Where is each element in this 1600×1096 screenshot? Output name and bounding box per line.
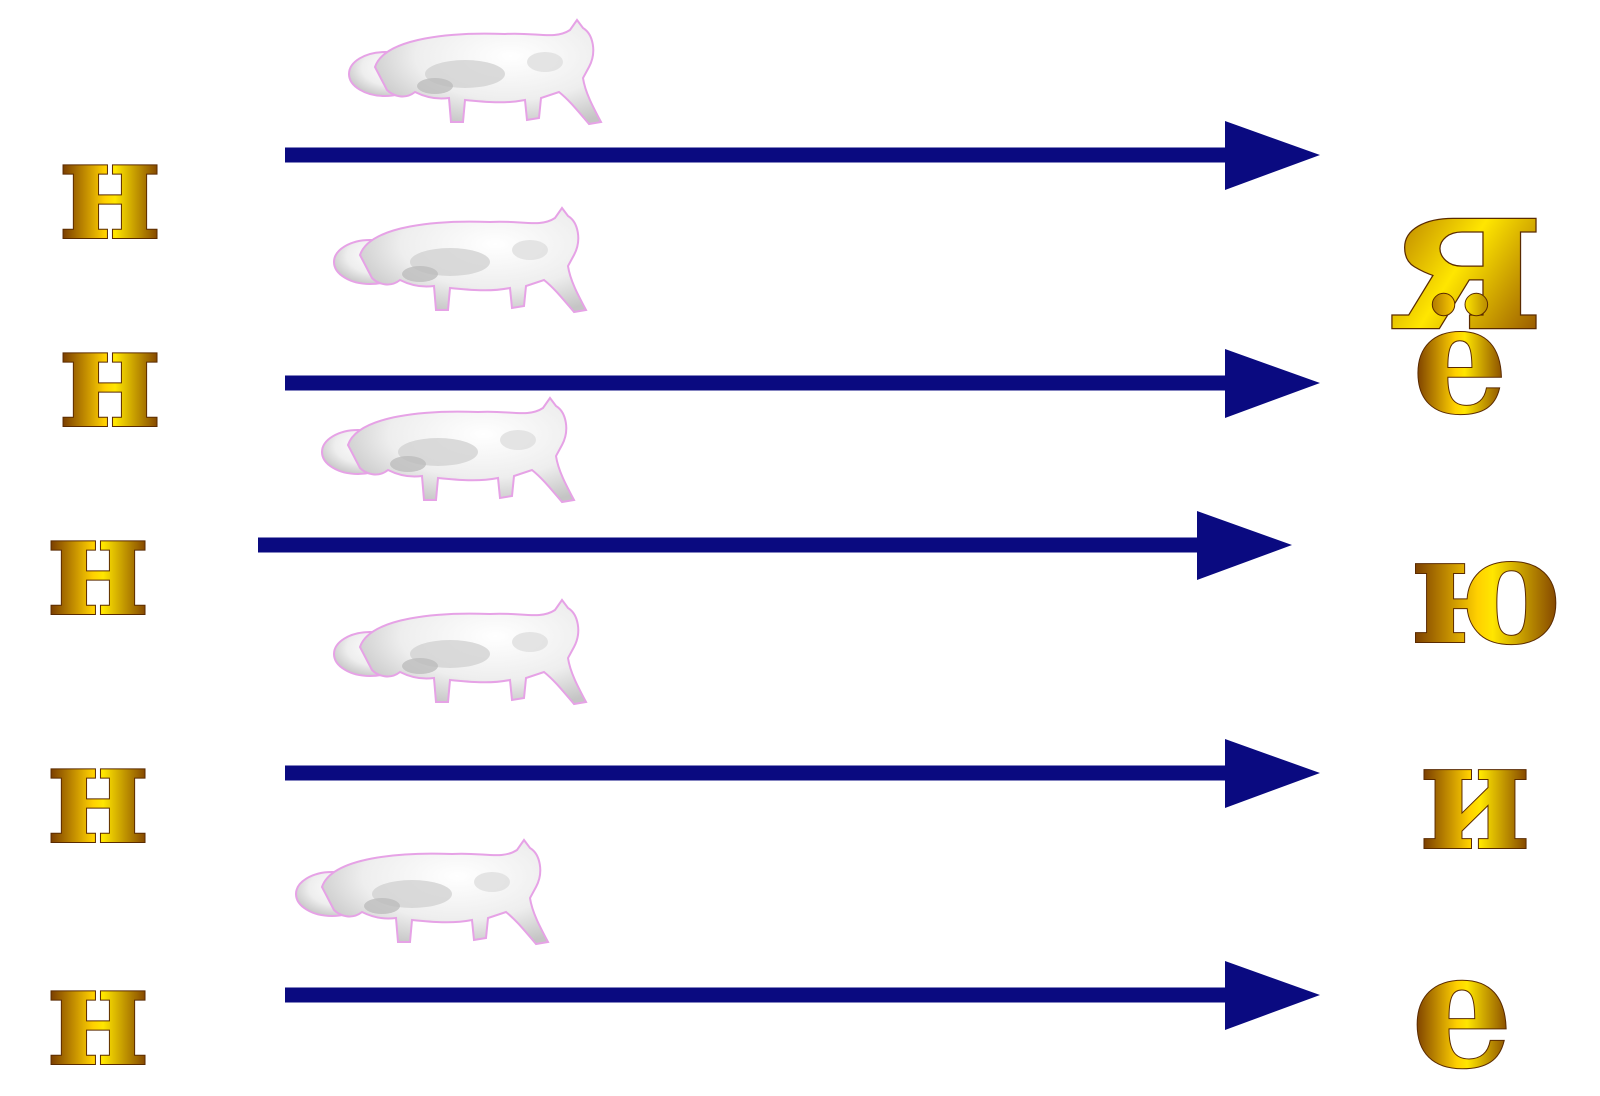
right-arrow-icon (285, 961, 1320, 1030)
walking-white-cat-icon (333, 599, 587, 705)
right-arrow-icon (285, 739, 1320, 808)
right-letter-yo: ё (1412, 272, 1507, 448)
left-letter-5: н (47, 934, 149, 1096)
right-letter-ya: я (1387, 131, 1542, 378)
walking-white-cat-icon (348, 19, 602, 125)
walking-white-cat-icon (321, 397, 575, 503)
left-letter-1: н (59, 108, 161, 272)
right-letter-i: и (1419, 708, 1530, 884)
right-arrow-icon (285, 121, 1320, 190)
right-letter-e: е (1411, 916, 1513, 1096)
left-letter-4: н (47, 712, 149, 876)
left-letter-2: н (59, 296, 161, 460)
right-letter-yu: ю (1408, 502, 1562, 678)
walking-white-cat-icon (333, 207, 587, 313)
walking-white-cat-icon (295, 839, 549, 945)
right-arrow-icon (258, 511, 1292, 580)
left-letter-3: н (47, 484, 149, 648)
right-arrow-icon (285, 349, 1320, 418)
